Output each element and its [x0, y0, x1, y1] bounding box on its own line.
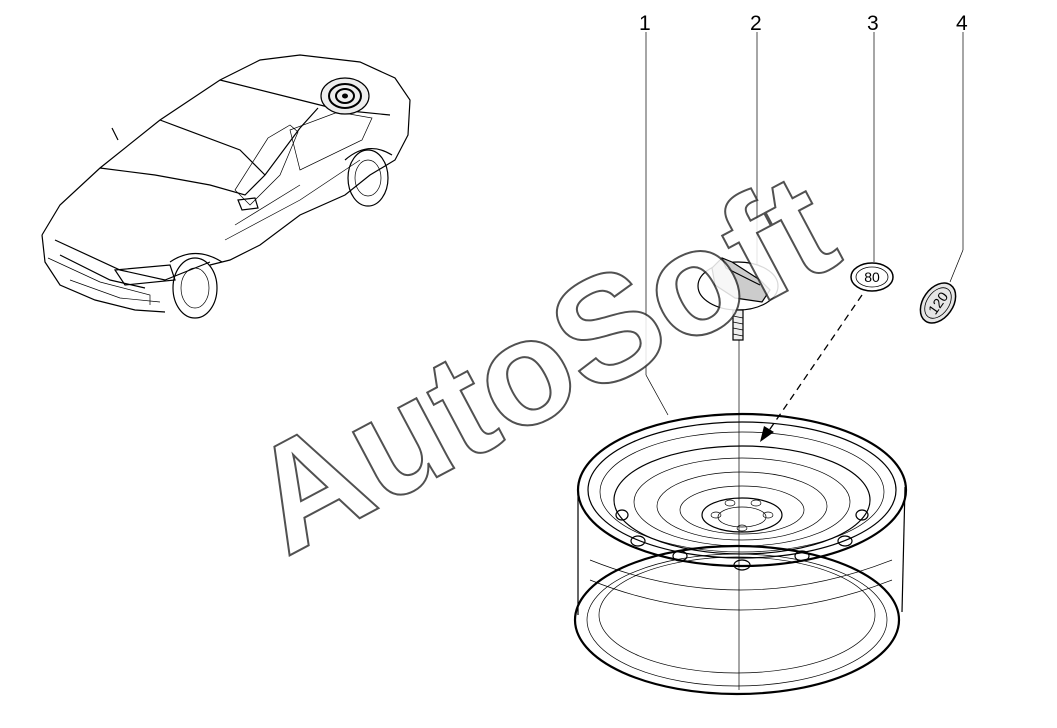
callout-3: 3	[867, 12, 879, 35]
lug-holes	[710, 499, 774, 532]
leader-lines	[645, 32, 964, 690]
tag-120-icon: 120	[919, 282, 957, 324]
car-outline-icon	[41, 54, 411, 319]
vent-holes	[615, 509, 869, 571]
spare-location-icon	[320, 77, 370, 115]
callouts: 1 2 3 4	[639, 12, 968, 35]
callout-1: 1	[639, 12, 651, 35]
spare-wheel-icon	[573, 412, 908, 696]
tag-80-icon: 80	[850, 262, 894, 292]
wheel-bolt-icon	[697, 257, 779, 341]
tag-80-label: 80	[864, 269, 880, 285]
callout-4: 4	[956, 12, 968, 35]
callout-2: 2	[750, 12, 762, 35]
